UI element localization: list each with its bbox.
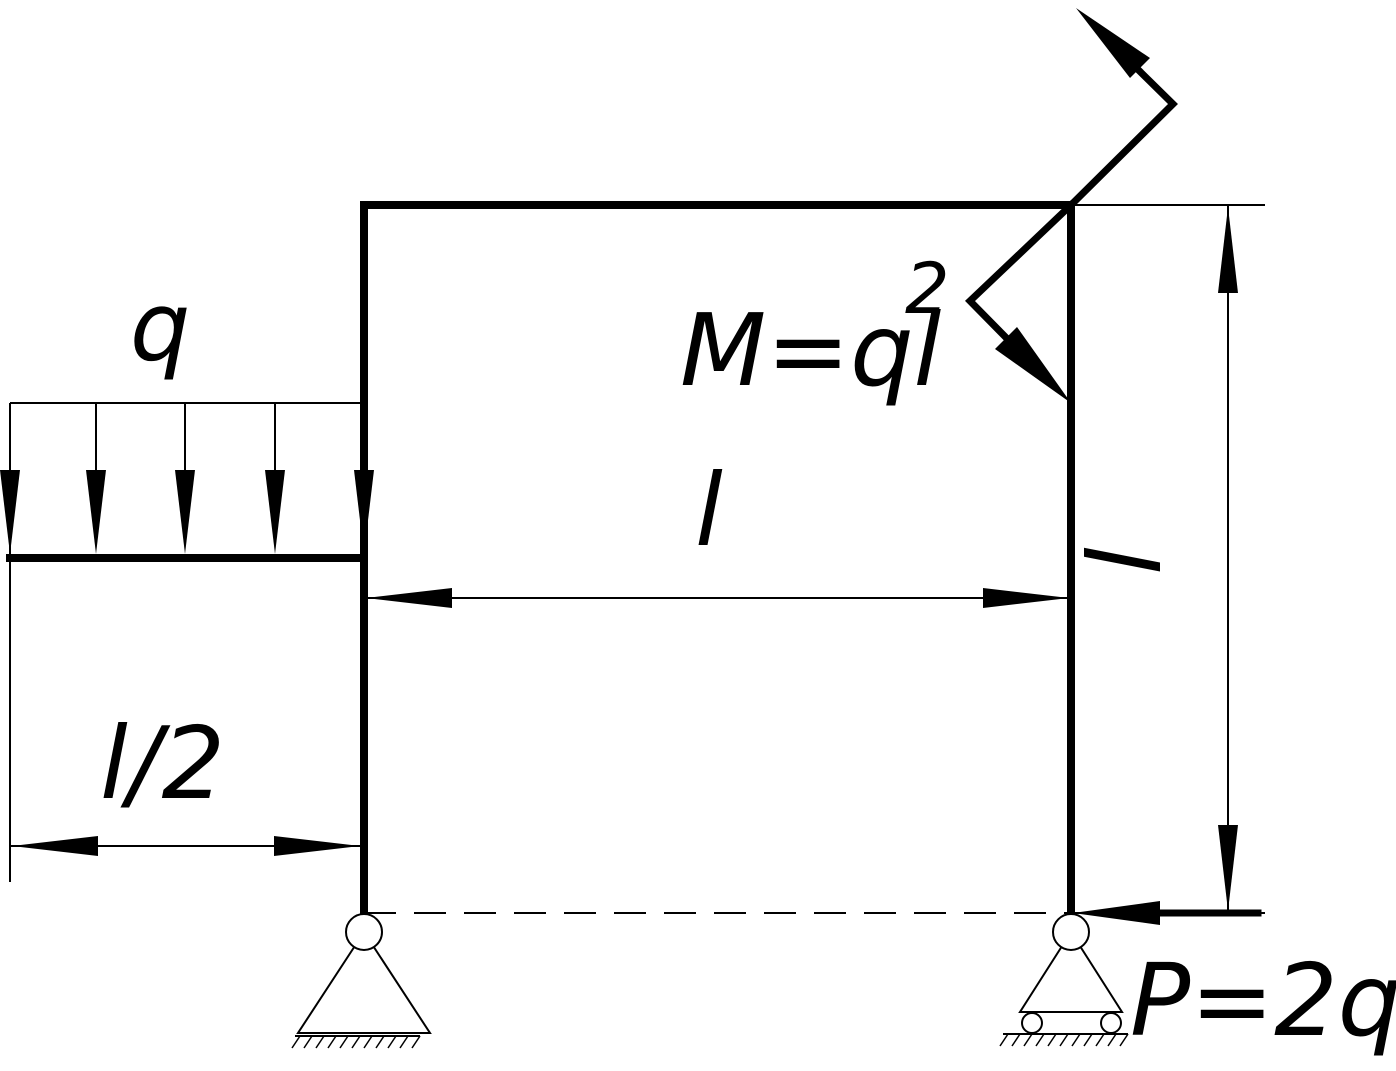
moment-load: M=ql 2 — [680, 8, 1178, 409]
overhang-dimension: l/2 — [9, 403, 362, 882]
span-dimension: l — [364, 452, 1071, 608]
pinned-ground-hatch — [291, 1035, 421, 1049]
span-arrowhead-left — [366, 588, 452, 608]
force-label: P=2ql — [1130, 942, 1396, 1059]
frame-members — [6, 201, 1075, 917]
moment-arrowhead-upper — [1076, 8, 1150, 78]
distributed-load: q — [0, 273, 374, 554]
force-arrowhead — [1073, 901, 1160, 925]
load-arrowhead-4 — [265, 470, 285, 554]
overhang-arrowhead-right — [274, 836, 360, 856]
roller-support-hinge — [1052, 913, 1090, 951]
roller-ground-hatch — [999, 1033, 1129, 1047]
load-arrowhead-3 — [175, 470, 195, 554]
height-dimension: l — [1067, 204, 1265, 914]
point-force: P=2ql — [1073, 901, 1396, 1059]
pinned-support-triangle — [296, 930, 432, 1034]
roller-wheel-left — [1021, 1012, 1043, 1034]
pinned-support-hinge — [345, 913, 383, 951]
span-label: l — [695, 452, 723, 569]
load-label-q: q — [130, 273, 190, 383]
pinned-support — [291, 913, 432, 1049]
load-arrowhead-2 — [86, 470, 106, 554]
height-arrowhead-top — [1218, 207, 1238, 293]
height-arrowhead-bottom — [1218, 825, 1238, 911]
roller-support — [999, 913, 1129, 1047]
overhang-arrowhead-left — [12, 836, 98, 856]
moment-arrowhead-lower — [995, 327, 1071, 403]
load-arrowhead-5 — [354, 470, 374, 554]
roller-wheel-right — [1100, 1012, 1122, 1034]
moment-label-exponent: 2 — [905, 248, 950, 330]
height-label: l — [1067, 547, 1184, 575]
roller-support-triangle — [1018, 930, 1124, 1013]
overhang-label: l/2 — [100, 705, 225, 822]
span-arrowhead-right — [983, 588, 1069, 608]
moment-label: M=ql — [680, 292, 942, 409]
